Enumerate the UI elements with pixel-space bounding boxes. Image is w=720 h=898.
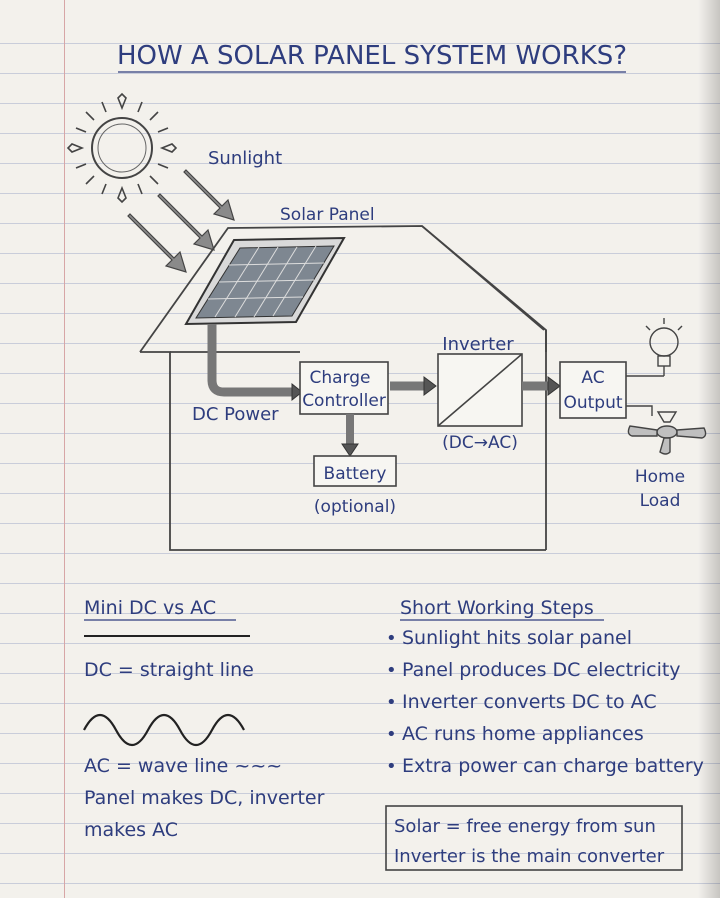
home-load-label-2: Load bbox=[640, 491, 681, 511]
page-title: HOW A SOLAR PANEL SYSTEM WORKS? bbox=[117, 41, 627, 71]
svg-text:•: • bbox=[386, 692, 397, 713]
summary-line-1: Solar = free energy from sun bbox=[394, 816, 656, 837]
mini-note-1: Panel makes DC, inverter bbox=[84, 787, 325, 809]
ac-output-box bbox=[559, 361, 627, 419]
step-item: Sunlight hits solar panel bbox=[402, 627, 632, 649]
battery-label: Battery bbox=[324, 464, 387, 484]
step-item: Inverter converts DC to AC bbox=[402, 691, 657, 713]
page-edge-shadow bbox=[698, 0, 720, 898]
ac-wave-line bbox=[83, 713, 245, 747]
step-item: Panel produces DC electricity bbox=[402, 659, 681, 681]
svg-text:•: • bbox=[386, 756, 397, 777]
summary-line-2: Inverter is the main converter bbox=[394, 846, 665, 867]
step-item: AC runs home appliances bbox=[402, 723, 644, 745]
charge-controller-label-1: Charge bbox=[309, 368, 370, 388]
ac-line-text: AC = wave line ~~~ bbox=[84, 755, 282, 777]
svg-text:•: • bbox=[386, 628, 397, 649]
svg-text:•: • bbox=[386, 724, 397, 745]
step-item: Extra power can charge battery bbox=[402, 755, 704, 777]
light-bulb-icon bbox=[645, 318, 683, 376]
home-load-label-1: Home bbox=[635, 467, 685, 487]
ac-output-label-2: Output bbox=[563, 393, 622, 413]
charge-controller-box bbox=[299, 361, 389, 415]
arrow-to-inverter bbox=[423, 376, 437, 396]
arrow-to-ac-output bbox=[547, 376, 561, 396]
arrow-to-battery bbox=[341, 443, 359, 457]
sunlight-arrows bbox=[127, 169, 235, 273]
solar-panel-icon bbox=[184, 236, 346, 326]
steps-heading: Short Working Steps bbox=[400, 597, 594, 619]
summary-box bbox=[385, 805, 683, 871]
svg-text:•: • bbox=[386, 660, 397, 681]
sun-icon bbox=[66, 92, 178, 204]
mini-heading: Mini DC vs AC bbox=[84, 597, 216, 619]
margin-line bbox=[64, 0, 65, 898]
dc-power-label: DC Power bbox=[192, 404, 279, 425]
ceiling-fan-icon bbox=[627, 411, 707, 455]
charge-controller-label-2: Controller bbox=[302, 391, 386, 411]
dc-power-arrow bbox=[207, 324, 296, 397]
ac-output-label-1: AC bbox=[581, 368, 604, 388]
battery-note: (optional) bbox=[314, 497, 396, 517]
battery-box bbox=[313, 455, 397, 487]
inverter-label: Inverter bbox=[442, 334, 514, 355]
steps-list: • Sunlight hits solar panel • Panel prod… bbox=[386, 627, 704, 777]
mini-note-2: makes AC bbox=[84, 819, 178, 841]
solar-panel-label: Solar Panel bbox=[280, 205, 375, 225]
inverter-note: (DC→AC) bbox=[442, 433, 518, 453]
house-outline bbox=[139, 225, 547, 551]
sunlight-label: Sunlight bbox=[208, 148, 282, 169]
dc-line-text: DC = straight line bbox=[84, 659, 254, 681]
